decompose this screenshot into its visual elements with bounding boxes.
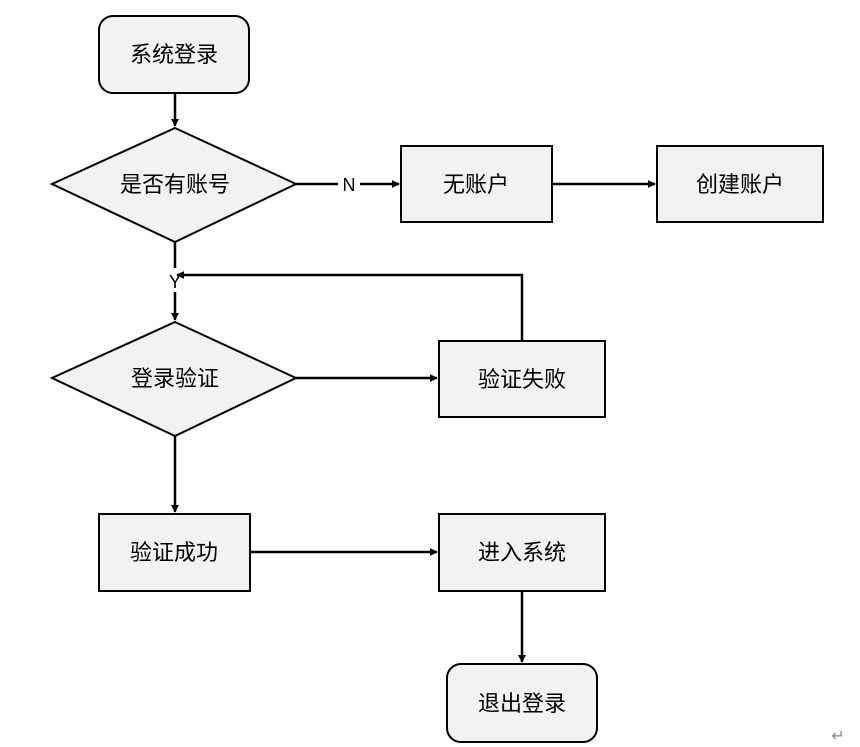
node-verify-success: 验证成功: [98, 513, 251, 592]
node-create-account-label: 创建账户: [696, 173, 784, 198]
node-verify-fail: 验证失败: [438, 340, 606, 418]
node-create-account: 创建账户: [656, 145, 824, 223]
node-start-label: 系统登录: [130, 43, 218, 68]
node-start: 系统登录: [98, 15, 250, 94]
edge-verify-fail-loop-back: [176, 271, 524, 340]
node-verify-fail-label: 验证失败: [478, 368, 566, 393]
node-login-verify-label: 登录验证: [131, 367, 219, 392]
node-enter-system: 进入系统: [438, 513, 606, 592]
edge-label-yes: Y: [169, 272, 181, 292]
node-no-account: 无账户: [400, 145, 553, 223]
node-has-account-label: 是否有账号: [120, 173, 230, 198]
return-mark-icon: ↵: [831, 726, 844, 745]
node-enter-system-label: 进入系统: [478, 541, 566, 566]
node-has-account: 是否有账号: [49, 126, 299, 244]
node-logout-label: 退出登录: [478, 692, 566, 717]
node-no-account-label: 无账户: [443, 173, 509, 198]
node-login-verify: 登录验证: [49, 320, 299, 438]
node-verify-success-label: 验证成功: [130, 541, 218, 566]
edge-label-no: N: [343, 175, 356, 195]
node-logout: 退出登录: [446, 663, 598, 743]
